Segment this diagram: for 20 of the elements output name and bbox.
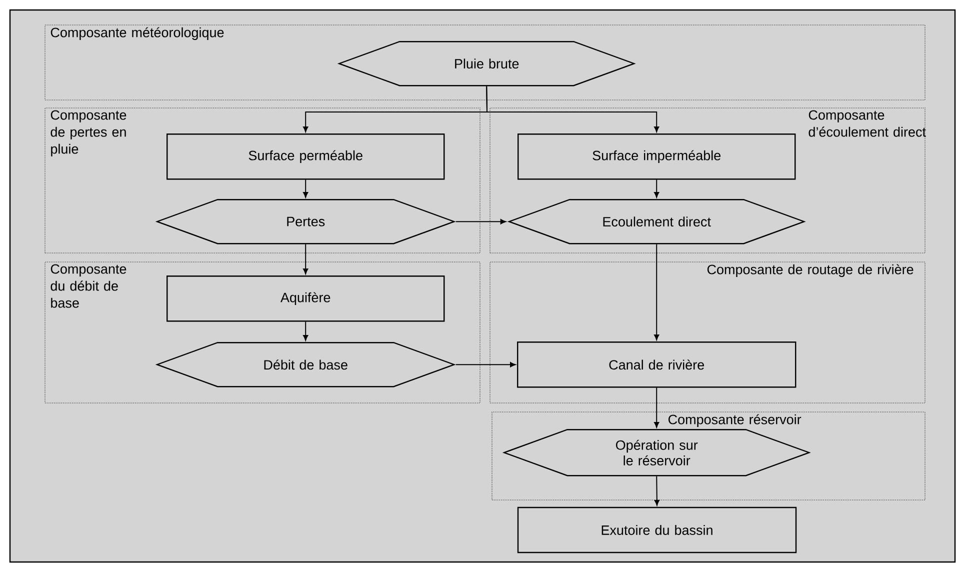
arrow (303, 179, 308, 198)
hexagon: Opération sur le réservoir (502, 429, 811, 476)
arrow (455, 362, 516, 368)
process-box: Canal de rivière (517, 342, 796, 388)
process-box: Aquifère (166, 276, 445, 322)
process-box: Exutoire du bassin (517, 506, 797, 554)
hexagon: Pluie brute (337, 41, 636, 86)
arrow (654, 476, 660, 506)
arrow (455, 219, 506, 224)
hexagon: Pertes (155, 199, 456, 244)
arrow (486, 86, 660, 132)
arrow (303, 321, 308, 341)
arrow (654, 387, 660, 428)
process-box: Surface imperméable (518, 134, 796, 180)
arrow (303, 244, 308, 274)
arrow (654, 244, 660, 340)
hexagon: Débit de base (155, 342, 456, 388)
hexagon: Ecoulement direct (507, 199, 806, 244)
arrow (654, 179, 660, 198)
process-box: Surface perméable (166, 134, 445, 180)
